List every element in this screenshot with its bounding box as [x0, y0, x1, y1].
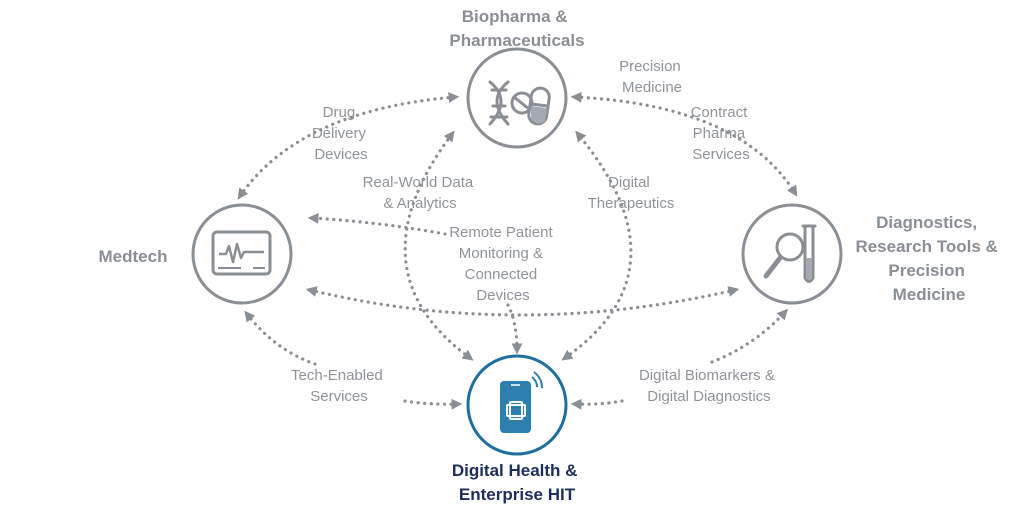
digital-health-title: Digital Health & Enterprise HIT — [452, 461, 582, 504]
label-real-world-data: Real-World Data & Analytics — [363, 174, 478, 212]
arrow-medtech-diagnostics — [305, 286, 740, 317]
label-drug-delivery: Drug Delivery Devices — [312, 104, 370, 163]
arrow-digital-therapeutics — [561, 130, 633, 361]
label-digital-biomarkers: Digital Biomarkers & Digital Diagnostics — [639, 367, 779, 405]
dna-pill-icon — [488, 80, 551, 126]
label-precision-medicine: Precision Medicine — [619, 58, 685, 96]
mobile-health-icon — [500, 371, 543, 433]
arrow-tech-enabled-right — [403, 398, 463, 410]
node-diagnostics — [741, 203, 843, 305]
node-medtech — [191, 203, 293, 305]
label-remote-monitoring: Remote Patient Monitoring & Connected De… — [449, 224, 557, 304]
arrow-drug-delivery — [237, 92, 460, 200]
node-digital-health — [466, 354, 568, 456]
connection-arrows — [237, 91, 798, 410]
label-tech-enabled: Tech-Enabled Services — [291, 367, 387, 405]
monitor-icon — [211, 230, 272, 276]
diagnostics-title: Diagnostics, Research Tools & Precision … — [855, 213, 1002, 304]
arrow-biomarkers-up — [710, 308, 788, 364]
arrow-contract-pharma — [570, 91, 798, 197]
node-biopharma — [466, 47, 568, 149]
label-digital-therapeutics: Digital Therapeutics — [588, 174, 675, 212]
magnifier-test-tube-icon — [763, 224, 817, 283]
medtech-title: Medtech — [99, 247, 168, 266]
biopharma-title: Biopharma & Pharmaceuticals — [449, 7, 584, 50]
arrow-real-world-data — [403, 130, 474, 361]
arrow-tech-enabled-up — [244, 310, 317, 366]
arrow-biomarkers-left — [570, 398, 624, 410]
arrow-remote-monitoring — [307, 212, 447, 236]
label-contract-pharma: Contract Pharma Services — [691, 104, 752, 163]
arrow-remote-to-digital — [506, 303, 523, 355]
